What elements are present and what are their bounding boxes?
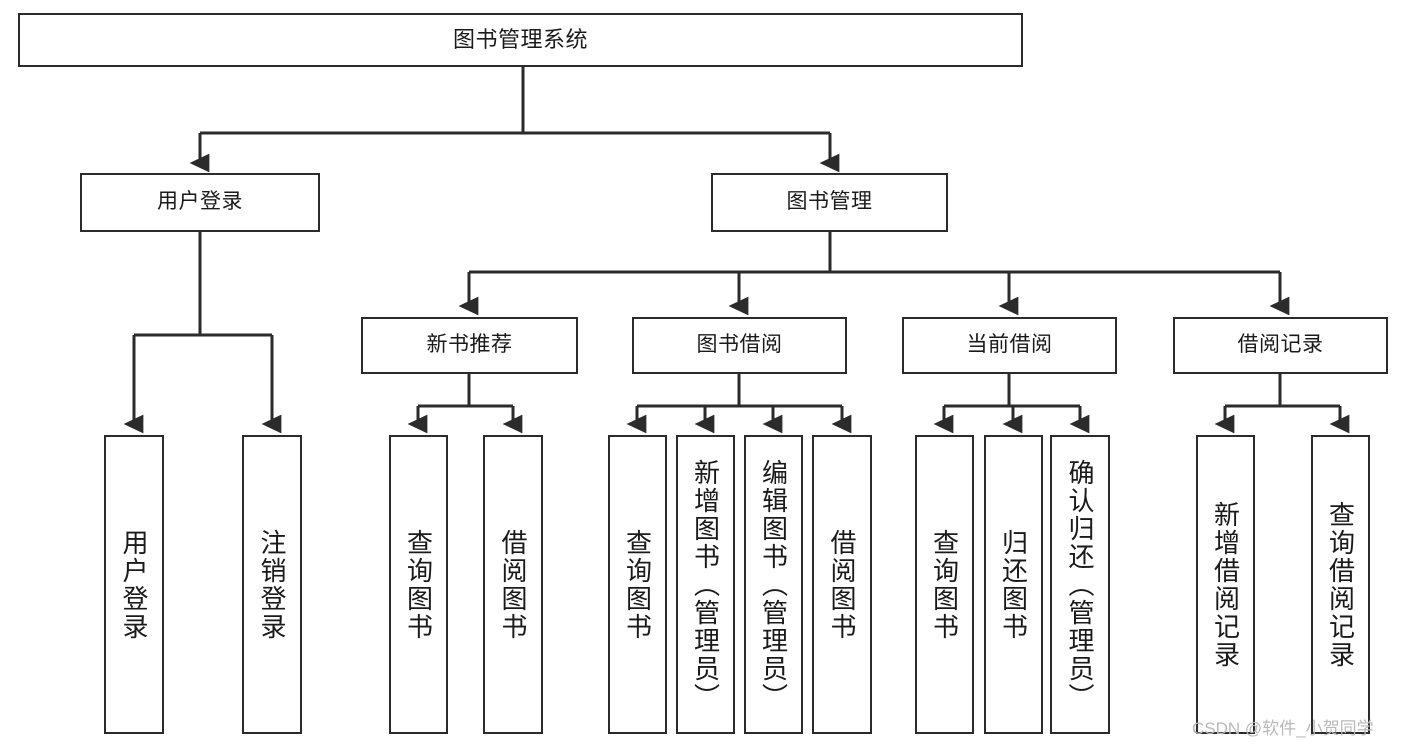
node-book-management[interactable]: 图书管理 [711, 173, 948, 232]
node-borrow-record[interactable]: 借阅记录 [1173, 317, 1388, 374]
node-label: 借阅记录 [1237, 333, 1324, 357]
node-label: 用户登录 [157, 190, 243, 214]
node-root-book-management-system[interactable]: 图书管理系统 [18, 13, 1023, 67]
node-label: 确认归还（管理员） [1065, 458, 1095, 711]
node-label: 用户登录 [119, 528, 149, 641]
leaf-current-borrow-query[interactable]: 查询图书 [915, 435, 974, 734]
node-label: 新增借阅记录 [1210, 500, 1241, 669]
node-label: 新书推荐 [426, 333, 513, 357]
node-new-book-recommend[interactable]: 新书推荐 [361, 317, 578, 374]
leaf-book-borrow-borrow[interactable]: 借阅图书 [812, 435, 872, 734]
node-label: 图书管理系统 [452, 27, 588, 53]
node-label: 新增图书（管理员） [690, 458, 721, 711]
node-user-login[interactable]: 用户登录 [80, 173, 320, 232]
node-label: 当前借阅 [966, 333, 1053, 357]
node-book-borrow[interactable]: 图书借阅 [632, 317, 847, 374]
leaf-book-borrow-edit[interactable]: 编辑图书（管理员） [744, 435, 803, 734]
leaf-user-login-logout[interactable]: 注销登录 [242, 435, 302, 734]
leaf-book-borrow-query[interactable]: 查询图书 [608, 435, 667, 734]
leaf-current-borrow-return[interactable]: 归还图书 [984, 435, 1043, 734]
node-label: 图书管理 [786, 190, 873, 214]
leaf-borrow-record-query[interactable]: 查询借阅记录 [1311, 435, 1370, 734]
node-label: 图书借阅 [696, 333, 783, 357]
node-label: 查询图书 [929, 528, 960, 641]
leaf-new-book-borrow[interactable]: 借阅图书 [483, 435, 543, 734]
node-label: 编辑图书（管理员） [758, 458, 789, 711]
leaf-user-login-login[interactable]: 用户登录 [104, 435, 164, 734]
node-label: 查询图书 [622, 528, 653, 641]
leaf-borrow-record-add[interactable]: 新增借阅记录 [1196, 435, 1255, 734]
leaf-new-book-query[interactable]: 查询图书 [389, 435, 448, 734]
node-current-borrow[interactable]: 当前借阅 [902, 317, 1117, 374]
node-label: 借阅图书 [827, 528, 857, 641]
leaf-book-borrow-add[interactable]: 新增图书（管理员） [676, 435, 735, 734]
node-label: 归还图书 [998, 528, 1029, 641]
node-label: 查询借阅记录 [1325, 500, 1356, 669]
node-label: 借阅图书 [498, 528, 528, 641]
node-label: 注销登录 [257, 528, 287, 641]
leaf-current-borrow-confirm-return[interactable]: 确认归还（管理员） [1050, 435, 1110, 734]
node-label: 查询图书 [403, 528, 434, 641]
